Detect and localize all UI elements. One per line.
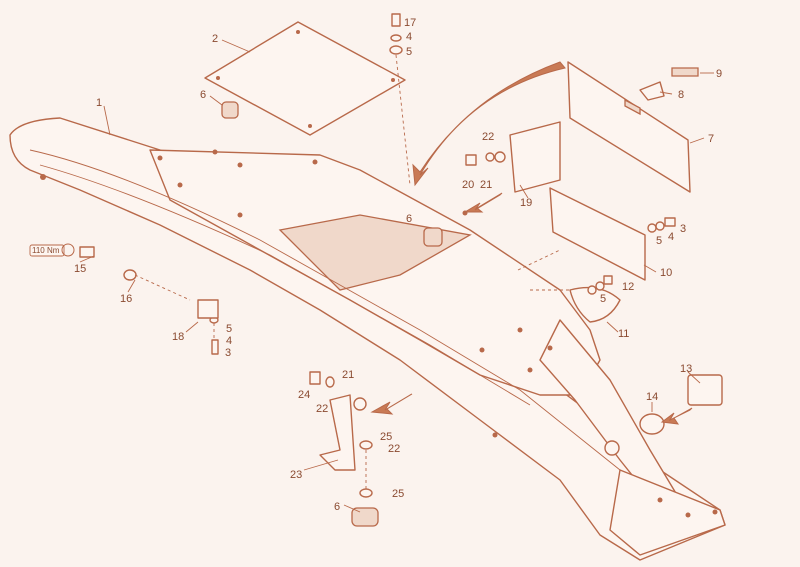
- side-bracket: [319, 394, 356, 471]
- callout-3: 3: [225, 347, 231, 359]
- callout-20: 20: [462, 179, 474, 191]
- callout-4: 4: [668, 231, 674, 243]
- callout-21: 21: [342, 369, 354, 381]
- connector: [687, 374, 723, 406]
- callout-6: 6: [334, 501, 340, 513]
- callout-6: 6: [406, 213, 412, 225]
- callout-21: 21: [480, 179, 492, 191]
- callout-24: 24: [298, 389, 310, 401]
- callout-25: 25: [380, 431, 392, 443]
- callout-16: 16: [120, 293, 132, 305]
- cover-plate: [204, 21, 406, 136]
- leader-lines: [79, 14, 714, 513]
- callout-3: 3: [680, 223, 686, 235]
- callout-5: 5: [600, 293, 606, 305]
- callout-4: 4: [406, 31, 412, 43]
- callout-5: 5: [226, 323, 232, 335]
- arrow-icon: [370, 393, 413, 415]
- callout-2: 2: [212, 33, 218, 45]
- callout-8: 8: [678, 89, 684, 101]
- callout-15: 15: [74, 263, 86, 275]
- fasteners: [79, 13, 676, 498]
- wrench-icon: [29, 243, 75, 257]
- callout-18: 18: [172, 331, 184, 343]
- callout-10: 10: [660, 267, 672, 279]
- callout-22: 22: [482, 131, 494, 143]
- callout-23: 23: [290, 469, 302, 481]
- torque-label: 110 Nm: [32, 246, 60, 255]
- callout-19: 19: [520, 197, 532, 209]
- callout-6: 6: [200, 89, 206, 101]
- callout-1: 1: [96, 97, 102, 109]
- callout-13: 13: [680, 363, 692, 375]
- arrow-icon: [660, 407, 693, 425]
- license-plate: [567, 61, 691, 193]
- callout-14: 14: [646, 391, 658, 403]
- callout-labels: 1 2 3 3 4 4 4 5 5 5 5 6 6 6 7 8 9 10 11 …: [74, 17, 722, 513]
- connector-boot: [639, 413, 665, 435]
- callout-5: 5: [406, 46, 412, 58]
- callout-22: 22: [316, 403, 328, 415]
- arrow-curved-icon: [412, 61, 566, 187]
- key-and-lock: [639, 67, 699, 101]
- bracket-plate: [509, 121, 561, 193]
- callout-22: 22: [388, 443, 400, 455]
- arrow-icon: [463, 192, 503, 213]
- callout-5: 5: [656, 235, 662, 247]
- callout-4: 4: [226, 335, 232, 347]
- rubber-bushings: [221, 101, 443, 527]
- callout-9: 9: [716, 68, 722, 80]
- main-frame: [9, 117, 726, 561]
- callout-7: 7: [708, 133, 714, 145]
- callout-25: 25: [392, 488, 404, 500]
- callout-17: 17: [404, 17, 416, 29]
- mount-plate: [549, 187, 646, 281]
- callout-11: 11: [618, 328, 629, 340]
- callout-12: 12: [622, 281, 634, 293]
